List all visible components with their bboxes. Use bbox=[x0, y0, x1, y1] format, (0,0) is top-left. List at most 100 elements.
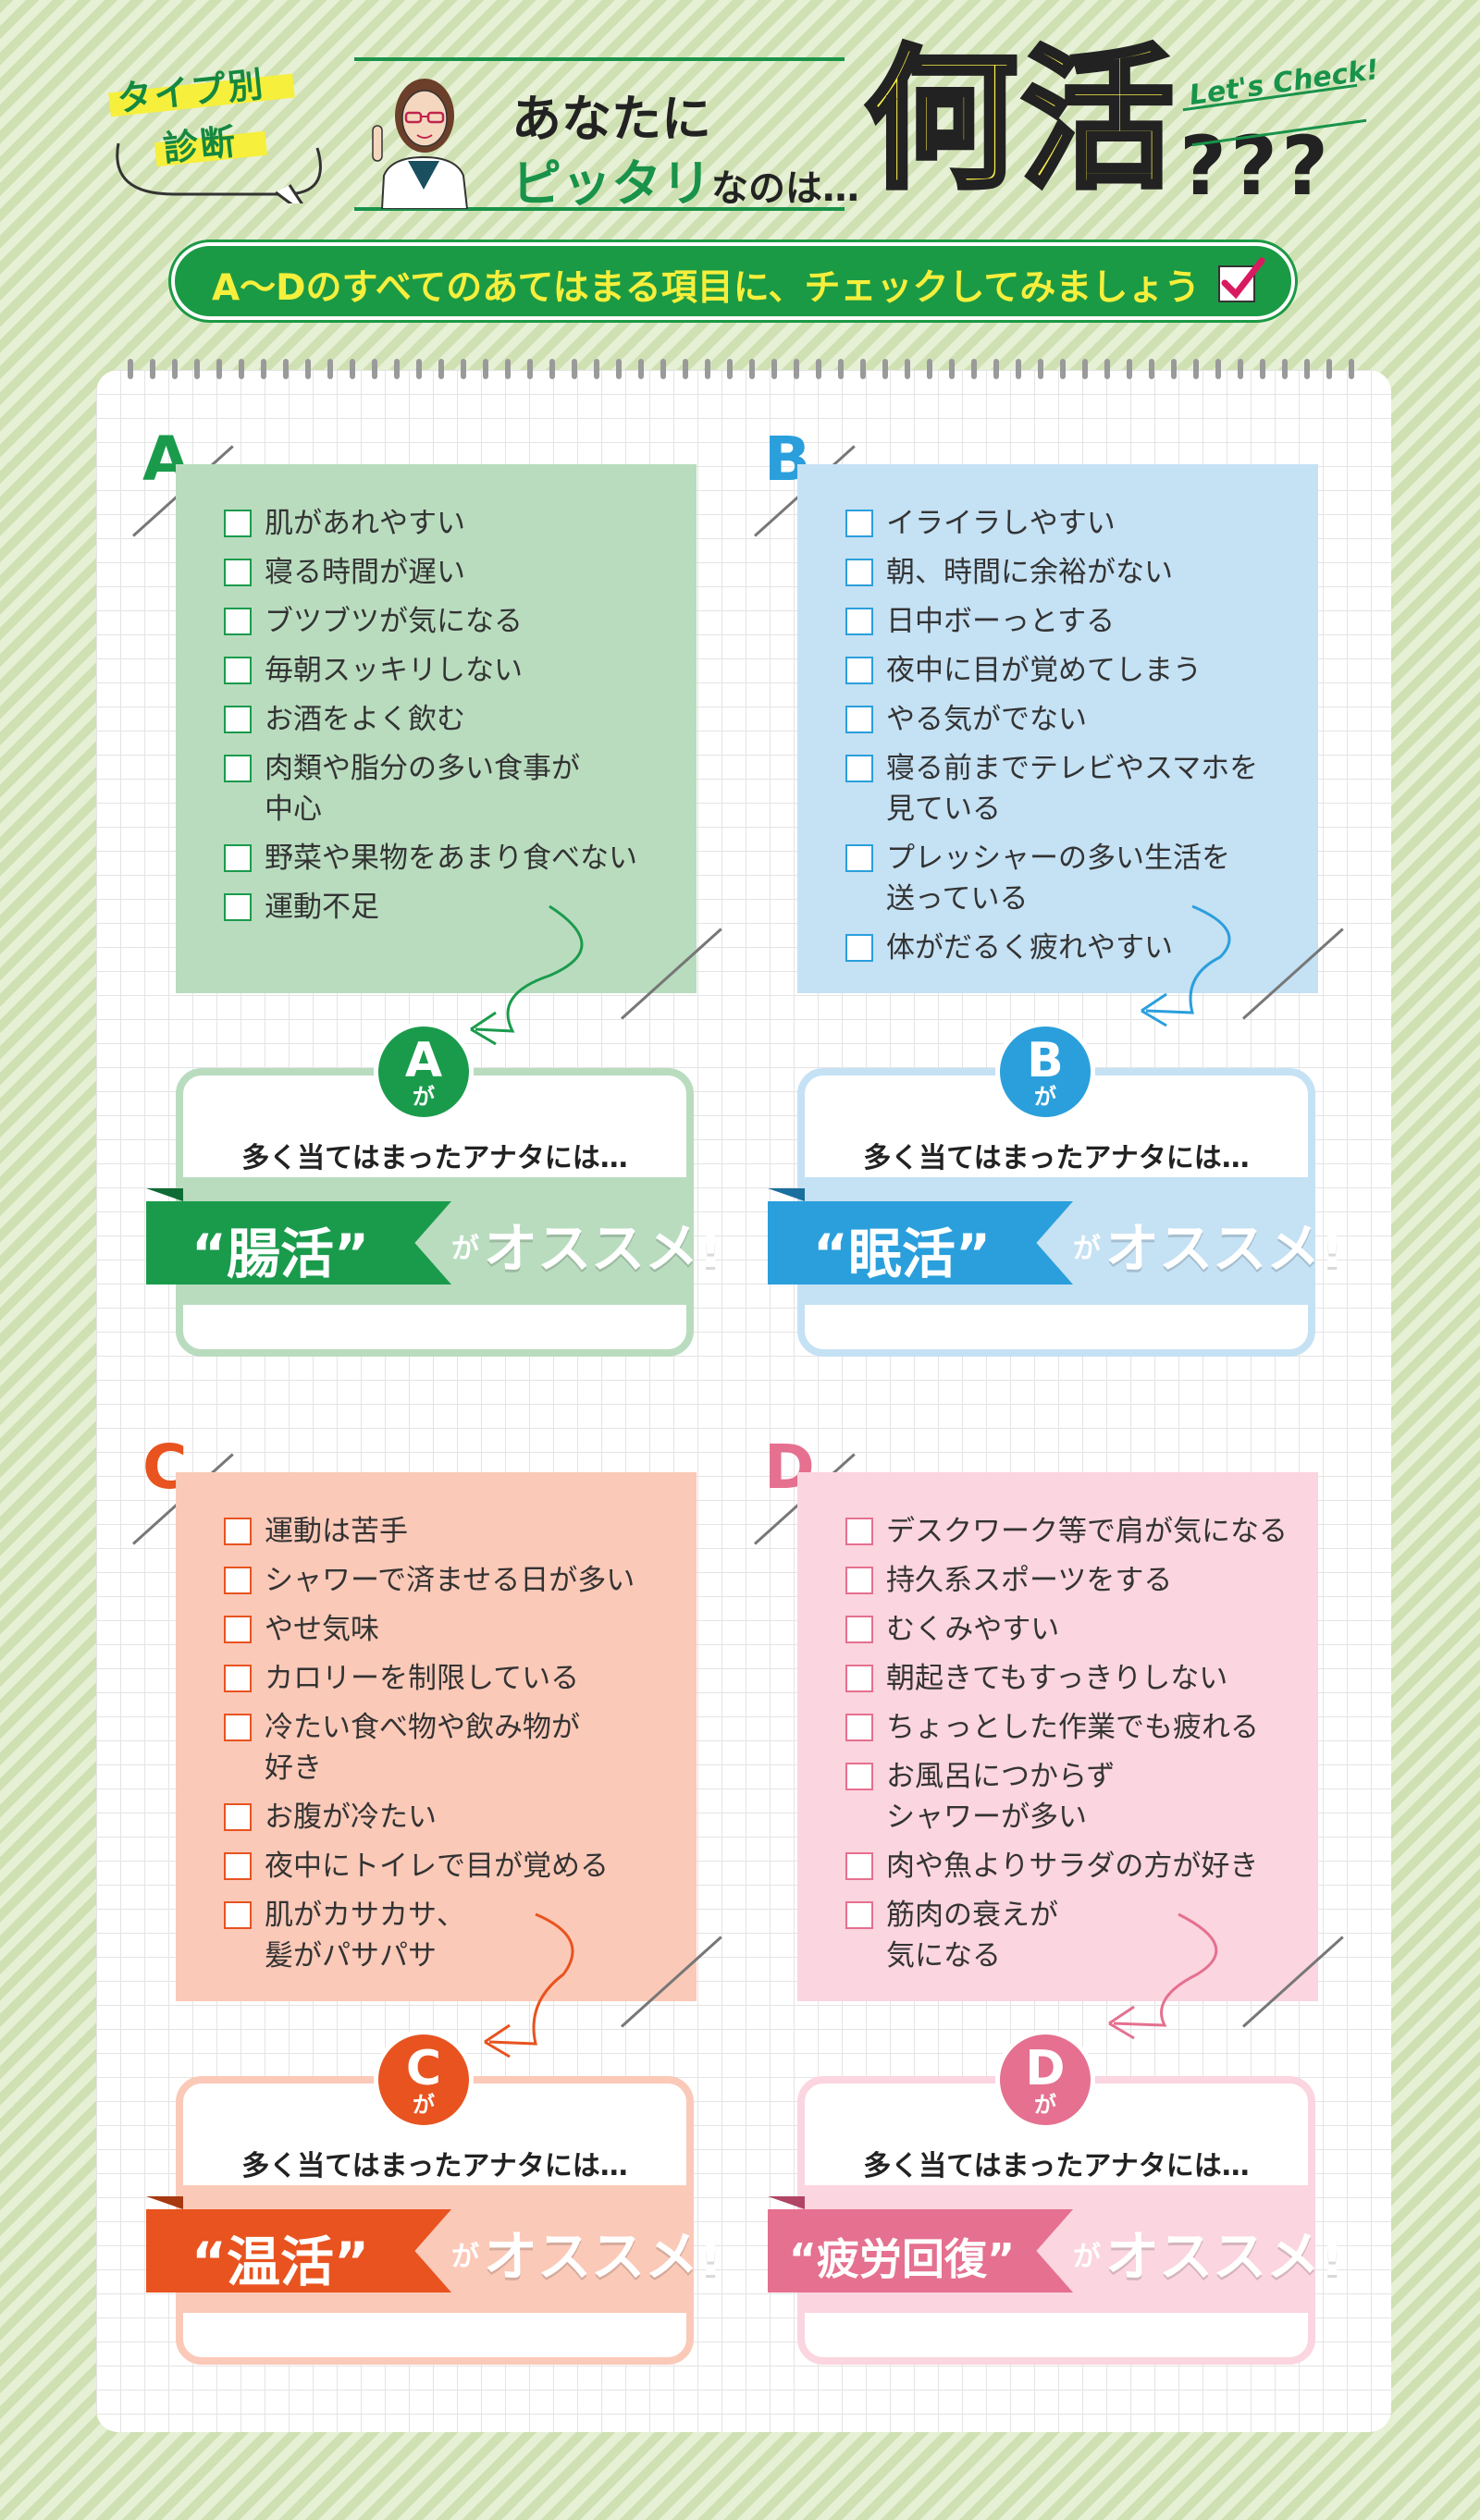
notebook-ring bbox=[1193, 359, 1199, 379]
notebook-ring bbox=[683, 359, 688, 379]
checklist-item[interactable]: 夜中に目が覚めてしまう bbox=[845, 650, 1258, 691]
checklist-item[interactable]: イライラしやすい bbox=[845, 503, 1258, 544]
notebook-ring bbox=[1104, 359, 1110, 379]
checkbox[interactable] bbox=[845, 1518, 873, 1545]
checkbox[interactable] bbox=[845, 1763, 873, 1790]
checkbox[interactable] bbox=[845, 510, 873, 537]
checklist-item[interactable]: やる気がでない bbox=[845, 699, 1258, 740]
checklist-item[interactable]: 運動不足 bbox=[224, 887, 637, 928]
circle-letter-b: B bbox=[1027, 1033, 1064, 1088]
result-circle-a: A が bbox=[374, 1022, 474, 1122]
checkbox[interactable] bbox=[224, 657, 252, 684]
notebook-ring bbox=[1260, 359, 1265, 379]
result-card-a: 多く当てはまったアナタには… “腸活” が オススメ! bbox=[146, 1068, 722, 1357]
checkbox[interactable] bbox=[224, 510, 252, 537]
notebook-ring bbox=[949, 359, 955, 379]
checkbox[interactable] bbox=[224, 1518, 252, 1545]
checkbox[interactable] bbox=[845, 1665, 873, 1692]
checklist-item[interactable]: 夜中にトイレで目が覚める bbox=[224, 1846, 635, 1887]
notebook-ring bbox=[1127, 359, 1132, 379]
checkbox[interactable] bbox=[845, 559, 873, 586]
checklist-item[interactable]: プレッシャーの多い生活を 送っている bbox=[845, 838, 1258, 919]
checkbox[interactable] bbox=[845, 657, 873, 684]
checkbox[interactable] bbox=[845, 1714, 873, 1741]
checklist-item[interactable]: ちょっとした作業でも疲れる bbox=[845, 1707, 1288, 1748]
notebook-ring bbox=[638, 359, 644, 379]
checkbox[interactable] bbox=[224, 1852, 252, 1880]
checklist-item[interactable]: 冷たい食べ物や飲み物が 好き bbox=[224, 1707, 635, 1789]
notebook-ring bbox=[394, 359, 400, 379]
checkbox[interactable] bbox=[224, 1714, 252, 1741]
checklist-item[interactable]: やせ気味 bbox=[224, 1609, 635, 1650]
checkbox[interactable] bbox=[224, 608, 252, 635]
checklist-c: 運動は苦手シャワーで済ませる日が多いやせ気味カロリーを制限している冷たい食べ物や… bbox=[224, 1511, 635, 1985]
checkbox[interactable] bbox=[845, 1616, 873, 1643]
checklist-item[interactable]: お腹が冷たい bbox=[224, 1797, 635, 1838]
notebook-ring bbox=[416, 359, 422, 379]
checkbox[interactable] bbox=[845, 844, 873, 872]
checklist-item-label: やせ気味 bbox=[265, 1613, 379, 1646]
checklist-item[interactable]: 肌がカサカサ、 髪がパサパサ bbox=[224, 1895, 635, 1976]
result-subtitle-c: 多く当てはまったアナタには… bbox=[241, 2150, 628, 2182]
checklist-item-label: 肌がカサカサ、 髪がパサパサ bbox=[265, 1899, 465, 1973]
checkbox[interactable] bbox=[845, 1852, 873, 1880]
result-circle-c: C が bbox=[374, 2030, 474, 2130]
checkbox[interactable] bbox=[224, 1901, 252, 1929]
big-title: 何活 bbox=[862, 31, 1178, 209]
notebook-ring bbox=[505, 359, 511, 379]
checkbox[interactable] bbox=[845, 608, 873, 635]
checklist-item[interactable]: 朝、時間に余裕がない bbox=[845, 552, 1258, 593]
checkbox[interactable] bbox=[224, 1803, 252, 1831]
checklist-item[interactable]: 筋肉の衰えが 気になる bbox=[845, 1895, 1288, 1976]
checkbox[interactable] bbox=[224, 1567, 252, 1594]
notebook-ring bbox=[660, 359, 666, 379]
checklist-item[interactable]: 持久系スポーツをする bbox=[845, 1560, 1288, 1601]
checklist-item[interactable]: ブツブツが気になる bbox=[224, 601, 637, 642]
notebook-ring bbox=[327, 359, 333, 379]
checklist-item[interactable]: 肉類や脂分の多い食事が 中心 bbox=[224, 748, 637, 830]
checkbox[interactable] bbox=[224, 844, 252, 872]
checkbox[interactable] bbox=[224, 706, 252, 733]
checkbox[interactable] bbox=[224, 893, 252, 921]
checklist-item[interactable]: むくみやすい bbox=[845, 1609, 1288, 1650]
notebook-ring bbox=[705, 359, 710, 379]
checkbox[interactable] bbox=[845, 1901, 873, 1929]
notebook-ring bbox=[1149, 359, 1154, 379]
checklist-item[interactable]: お風呂につからず シャワーが多い bbox=[845, 1756, 1288, 1838]
checklist-item[interactable]: 朝起きてもすっきりしない bbox=[845, 1658, 1288, 1699]
checklist-item[interactable]: シャワーで済ませる日が多い bbox=[224, 1560, 635, 1601]
badge-line2: 診断 bbox=[161, 120, 240, 170]
notebook-ring bbox=[261, 359, 266, 379]
result-card-c: 多く当てはまったアナタには… “温活” が オススメ! bbox=[146, 2076, 722, 2365]
checklist-item[interactable]: カロリーを制限している bbox=[224, 1658, 635, 1699]
notebook-ring bbox=[1060, 359, 1066, 379]
circle-letter-c: C bbox=[405, 2041, 442, 2096]
checklist-item[interactable]: 日中ボーっとする bbox=[845, 601, 1258, 642]
result-label-c: “温活” bbox=[191, 2231, 370, 2293]
checkbox[interactable] bbox=[224, 1665, 252, 1692]
checklist-item[interactable]: 寝る時間が遅い bbox=[224, 552, 637, 593]
checklist-item[interactable]: デスクワーク等で肩が気になる bbox=[845, 1511, 1288, 1552]
result-subtitle-a: 多く当てはまったアナタには… bbox=[241, 1142, 628, 1174]
checklist-item[interactable]: 体がだるく疲れやすい bbox=[845, 928, 1258, 968]
checklist-item[interactable]: 寝る前までテレビやスマホを 見ている bbox=[845, 748, 1258, 830]
checklist-item[interactable]: 毎朝スッキリしない bbox=[224, 650, 637, 691]
checkbox[interactable] bbox=[224, 559, 252, 586]
checkbox[interactable] bbox=[224, 755, 252, 782]
notebook-ring bbox=[239, 359, 244, 379]
checkbox[interactable] bbox=[845, 934, 873, 962]
notebook-ring bbox=[794, 359, 799, 379]
checklist-item[interactable]: お酒をよく飲む bbox=[224, 699, 637, 740]
checkbox[interactable] bbox=[845, 1567, 873, 1594]
checkbox[interactable] bbox=[224, 1616, 252, 1643]
checklist-item-label: 野菜や果物をあまり食べない bbox=[265, 842, 637, 875]
checklist-item[interactable]: 肌があれやすい bbox=[224, 503, 637, 544]
checklist-item[interactable]: 肉や魚よりサラダの方が好き bbox=[845, 1846, 1288, 1887]
checkbox[interactable] bbox=[845, 706, 873, 733]
checklist-item-label: 夜中に目が覚めてしまう bbox=[886, 654, 1202, 687]
arrow-c-icon bbox=[484, 1912, 574, 2059]
checkbox[interactable] bbox=[845, 755, 873, 782]
checklist-item[interactable]: 野菜や果物をあまり食べない bbox=[224, 838, 637, 879]
result-circle-b: B が bbox=[995, 1022, 1095, 1122]
checklist-item[interactable]: 運動は苦手 bbox=[224, 1511, 635, 1552]
